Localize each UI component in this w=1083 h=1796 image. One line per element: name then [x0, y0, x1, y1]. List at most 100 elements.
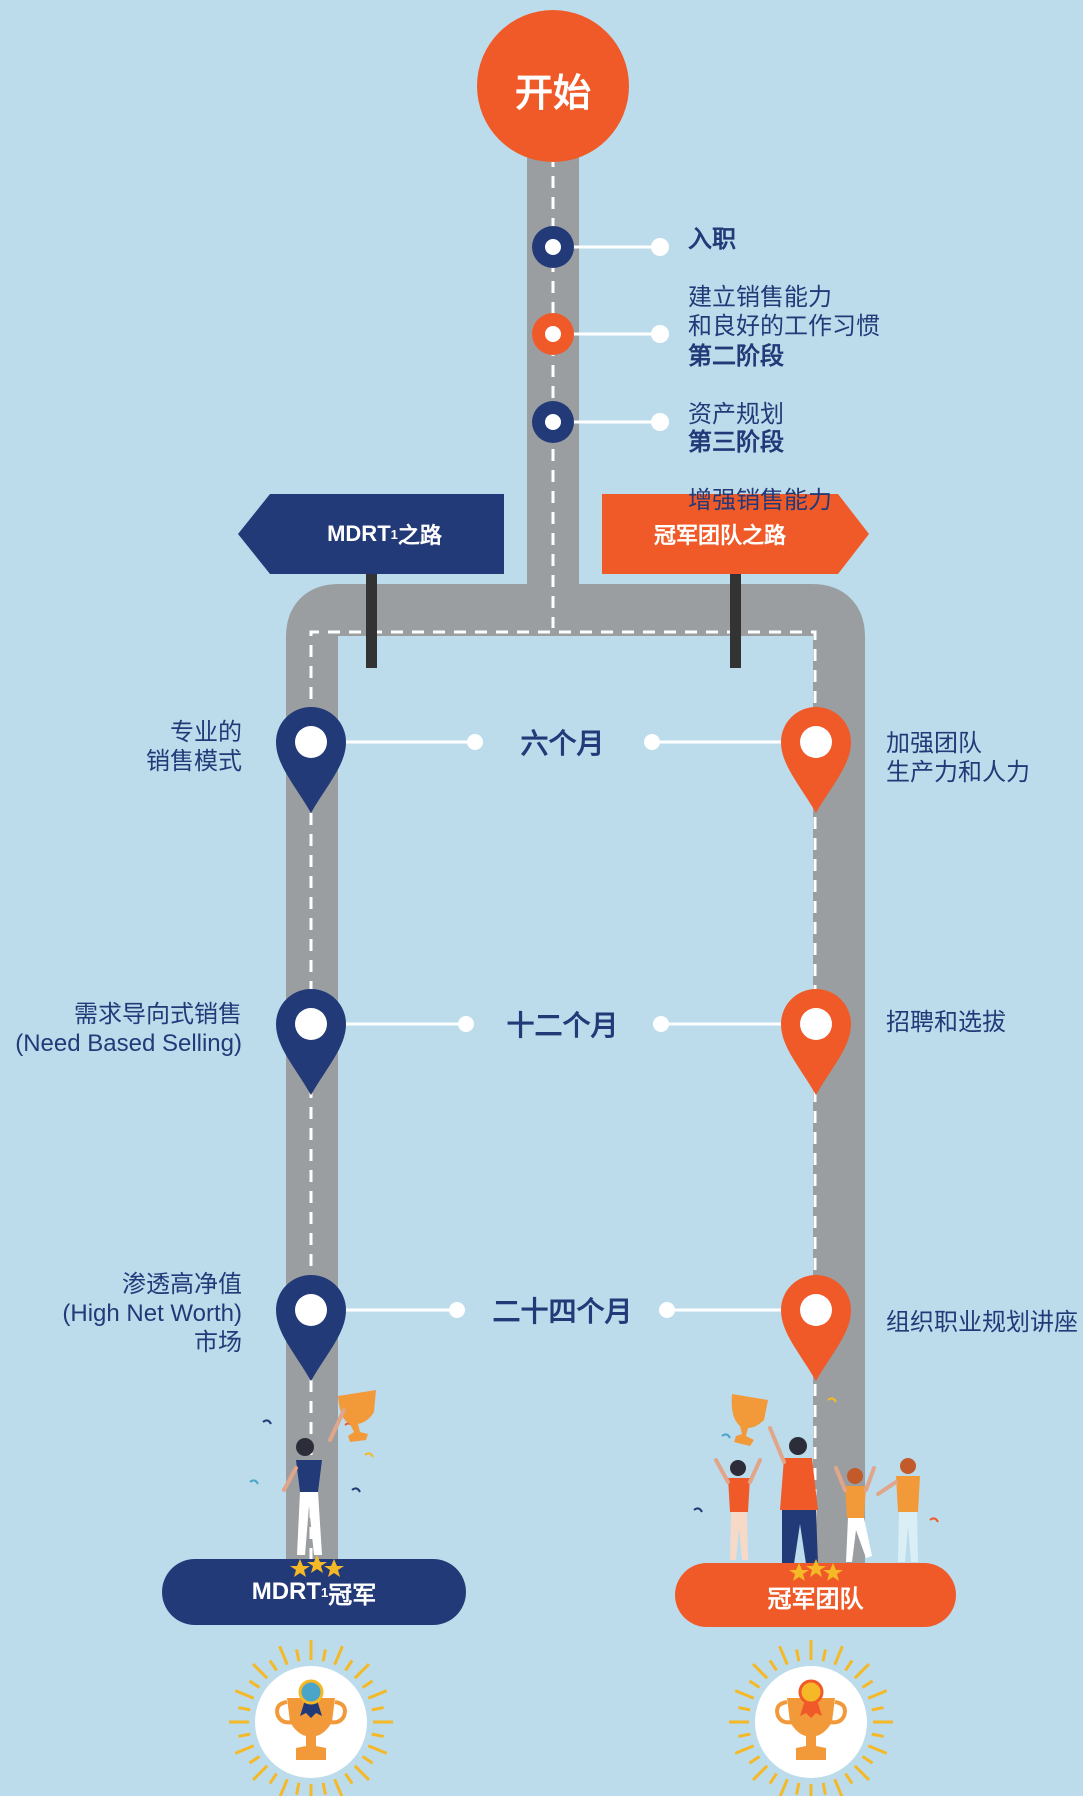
pin-navy-12m: [276, 989, 346, 1095]
sunburst-ray: [251, 1764, 269, 1782]
sunburst-ray: [321, 1649, 327, 1662]
team-celebration-illustration: [714, 1394, 920, 1564]
month-label-6: 六个月: [520, 728, 605, 759]
milestone-right-24: 组织职业规划讲座: [886, 1309, 1078, 1336]
sunburst-ray: [861, 1679, 874, 1689]
sunburst-ray: [821, 1782, 827, 1795]
milestone-left-6: 专业的 销售模式: [146, 719, 242, 775]
stage-onboarding: 入职 建立销售能力 和良好的工作习惯: [688, 196, 880, 341]
stage-desc: 建立销售能力 和良好的工作习惯: [688, 284, 880, 340]
team-path-label: 冠军团队之路: [653, 523, 786, 548]
sunburst-ray: [268, 1772, 278, 1785]
stage-desc: 资产规划: [688, 401, 784, 428]
sunburst-ray: [295, 1782, 301, 1795]
sunburst-ray: [748, 1755, 761, 1765]
sunburst-ray: [234, 1744, 255, 1755]
ribbon-icon: [800, 1700, 822, 1718]
stage-title: 第二阶段: [688, 343, 784, 370]
sunburst-ray: [321, 1782, 327, 1795]
sunburst-ray: [795, 1649, 801, 1662]
milestone-left-24: 渗透高净值 (High Net Worth) 市场: [62, 1271, 242, 1356]
sunburst-ray: [867, 1689, 888, 1700]
pin-navy-24m: [276, 1275, 346, 1381]
mdrt-winner-illustration: [282, 1390, 376, 1555]
sunburst-ray: [344, 1659, 354, 1672]
sunburst-ray: [278, 1645, 289, 1666]
sunburst-ray: [353, 1764, 371, 1782]
sunburst-ray: [844, 1659, 854, 1672]
sunburst-ray: [867, 1744, 888, 1755]
sunburst-ray: [361, 1679, 374, 1689]
medal-icon: [298, 1679, 324, 1705]
sunburst-ray: [238, 1732, 251, 1738]
champion-team-label: 冠军团队: [767, 1585, 864, 1613]
sunburst-ray: [234, 1689, 255, 1700]
sunburst-ray: [734, 1744, 755, 1755]
sunburst-ray: [248, 1755, 261, 1765]
sunburst-ray: [353, 1662, 371, 1680]
stage-desc: 增强销售能力: [688, 487, 832, 514]
sunburst-ray: [795, 1782, 801, 1795]
sunburst-ray: [853, 1662, 871, 1680]
stage-title: 第三阶段: [688, 429, 784, 456]
map-pins: [276, 707, 851, 1381]
mdrt-path-sign: [238, 494, 504, 574]
sunburst-ray: [778, 1645, 789, 1666]
sunburst-ray: [871, 1706, 884, 1712]
trophy-icon: [731, 1394, 768, 1446]
sunburst-ray: [821, 1649, 827, 1662]
sunburst-ray: [371, 1732, 384, 1738]
sunburst-ray: [853, 1764, 871, 1782]
sunburst-ray: [367, 1744, 388, 1755]
trophy-icon: [338, 1390, 376, 1442]
sunburst-ray: [295, 1649, 301, 1662]
sunburst-ray: [751, 1662, 769, 1680]
sunburst-ray: [751, 1764, 769, 1782]
stage-title: 入职: [688, 226, 736, 253]
sunburst-ray: [238, 1706, 251, 1712]
sunburst-ray: [833, 1778, 844, 1796]
sunburst-ray: [371, 1706, 384, 1712]
sunburst-ray: [861, 1755, 874, 1765]
trophy-icon: [787, 1698, 835, 1760]
champion-team-banner: [675, 1563, 956, 1627]
milestone-right-6: 加强团队 生产力和人力: [886, 730, 1030, 786]
sunburst-ray: [333, 1645, 344, 1666]
start-label: 开始: [514, 72, 591, 115]
month-label-24: 二十四个月: [492, 1296, 633, 1327]
sunburst-ray: [738, 1706, 751, 1712]
sunburst-ray: [768, 1772, 778, 1785]
sunburst-ray: [844, 1772, 854, 1785]
sunburst-ray: [768, 1659, 778, 1672]
sunburst-ray: [871, 1732, 884, 1738]
mdrt-trophy-badge: [229, 1640, 393, 1796]
sunburst-ray: [333, 1778, 344, 1796]
sunburst-ray: [344, 1772, 354, 1785]
star-icons: [290, 1555, 843, 1581]
mdrt-champion-banner: [162, 1559, 466, 1625]
team-path-sign: [602, 494, 869, 574]
pin-orange-24m: [781, 1275, 851, 1381]
medal-icon: [798, 1679, 824, 1705]
sunburst-ray: [268, 1659, 278, 1672]
sunburst-ray: [278, 1778, 289, 1796]
sunburst-ray: [738, 1732, 751, 1738]
milestone-right-12: 招聘和选拔: [886, 1009, 1006, 1036]
confetti: [249, 1397, 939, 1523]
trophy-icon: [287, 1698, 335, 1760]
sunburst-ray: [833, 1645, 844, 1666]
sunburst-ray: [251, 1662, 269, 1680]
pin-orange-6m: [781, 707, 851, 813]
milestone-left-12: 需求导向式销售 (Need Based Selling): [15, 1001, 242, 1057]
sunburst-ray: [734, 1689, 755, 1700]
sunburst-ray: [778, 1778, 789, 1796]
month-label-12: 十二个月: [506, 1010, 619, 1041]
sunburst-ray: [748, 1679, 761, 1689]
start-circle: [477, 10, 629, 162]
sunburst-ray: [361, 1755, 374, 1765]
stage-connectors: [532, 226, 669, 443]
pin-navy-6m: [276, 707, 346, 813]
stage-second: 第二阶段 资产规划: [688, 313, 784, 429]
